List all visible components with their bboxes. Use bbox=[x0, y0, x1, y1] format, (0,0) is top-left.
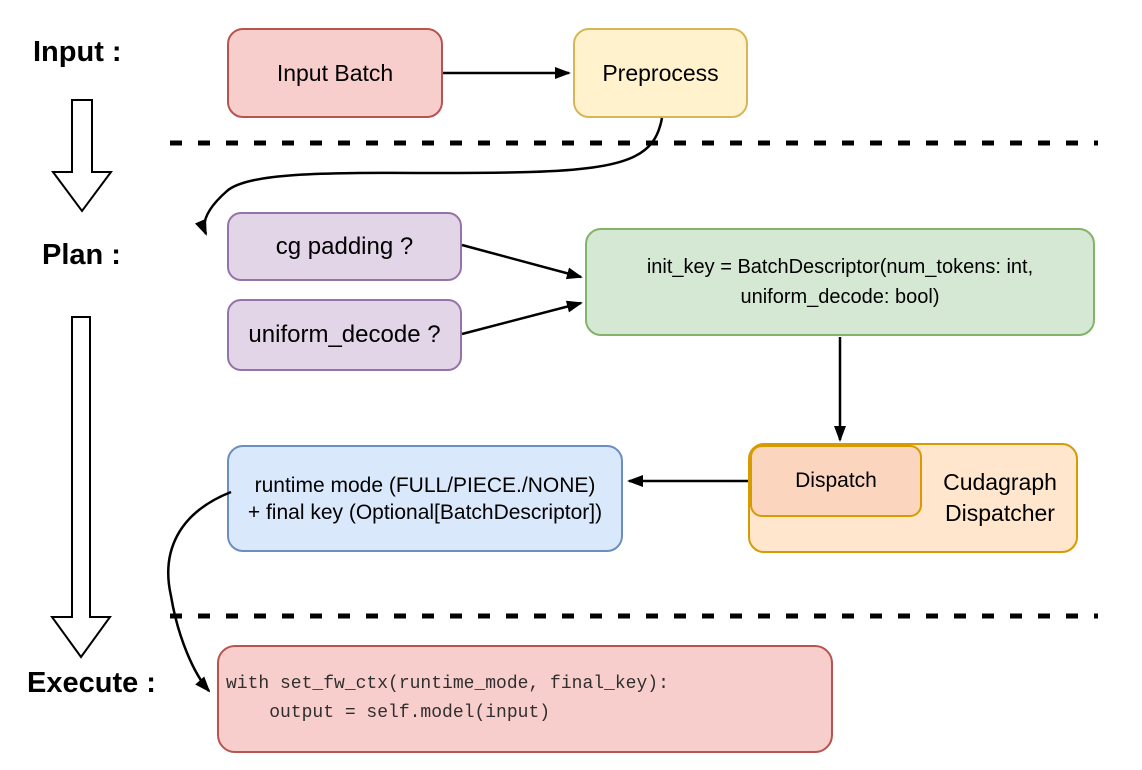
execute-code-line1: with set_fw_ctx(runtime_mode, final_key)… bbox=[226, 674, 669, 694]
arrow-uniform-decode-to-init-key bbox=[461, 300, 583, 336]
stage-label-plan: Plan : bbox=[42, 239, 121, 271]
node-runtime-result-line2: + final key (Optional[BatchDescriptor]) bbox=[247, 500, 603, 524]
node-dispatch: Dispatch bbox=[750, 445, 922, 517]
stage-label-execute: Execute : bbox=[27, 667, 156, 699]
node-input-batch: Input Batch bbox=[227, 28, 443, 118]
hollow-arrow-input-to-plan-icon bbox=[51, 99, 113, 213]
node-runtime-result: runtime mode (FULL/PIECE./NONE) + final … bbox=[227, 445, 623, 552]
node-dispatch-label: Dispatch bbox=[795, 469, 877, 492]
node-runtime-result-line1: runtime mode (FULL/PIECE./NONE) bbox=[254, 473, 596, 497]
node-preprocess-label: Preprocess bbox=[602, 59, 719, 86]
hollow-arrow-plan-to-execute-icon bbox=[50, 316, 112, 659]
node-execute-code: with set_fw_ctx(runtime_mode, final_key)… bbox=[217, 645, 833, 753]
node-init-key: init_key = BatchDescriptor(num_tokens: i… bbox=[585, 228, 1095, 336]
node-init-key-line1: init_key = BatchDescriptor(num_tokens: i… bbox=[646, 256, 1034, 278]
node-cg-padding-label: cg padding ? bbox=[275, 232, 414, 260]
node-cudagraph-dispatcher-label: Cudagraph Dispatcher bbox=[943, 469, 1057, 526]
arrow-cg-padding-to-init-key bbox=[461, 243, 583, 280]
node-cg-padding: cg padding ? bbox=[227, 212, 462, 281]
node-preprocess: Preprocess bbox=[573, 28, 748, 118]
node-init-key-line2: uniform_decode: bool) bbox=[740, 286, 940, 308]
stage-label-input: Input : bbox=[33, 36, 122, 68]
execute-code-line2: output = self.model(input) bbox=[226, 703, 551, 723]
node-uniform-decode-label: uniform_decode ? bbox=[248, 321, 441, 348]
node-input-batch-label: Input Batch bbox=[276, 59, 394, 86]
node-uniform-decode: uniform_decode ? bbox=[227, 299, 462, 371]
